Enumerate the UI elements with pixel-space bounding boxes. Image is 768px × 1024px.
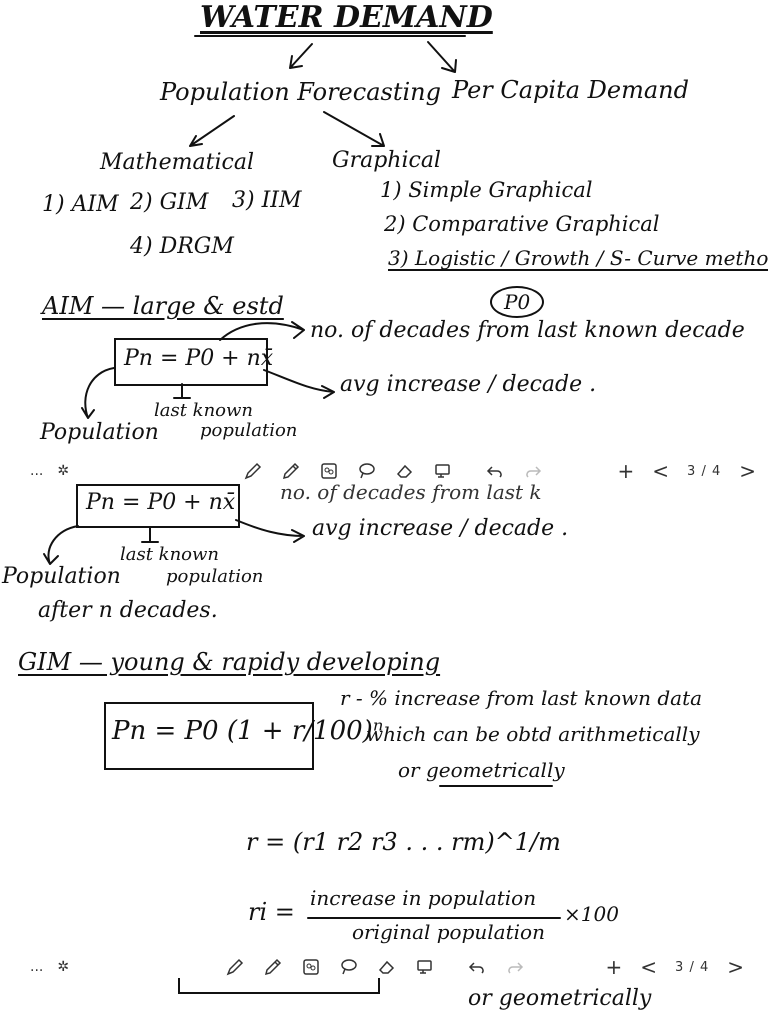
page-indicator-2: 3 / 4 <box>675 959 710 975</box>
note-last-known-2b: population <box>166 566 264 587</box>
math-item-iim: 3) IIM <box>232 188 302 213</box>
note-decades: no. of decades from last known decade <box>310 318 745 343</box>
formula-aim-box <box>114 338 268 386</box>
lasso-icon-2[interactable] <box>336 954 362 980</box>
math-item-drgm: 4) DRGM <box>130 234 234 259</box>
note-last-known-2: population <box>200 420 298 441</box>
image-icon-2[interactable] <box>298 954 324 980</box>
branch-population-forecasting: Population Forecasting <box>160 78 441 106</box>
p0-circle: P0 <box>490 286 545 318</box>
note-avg-increase: avg increase / decade . <box>340 372 597 397</box>
note-r-arithmetic: which can be obtd arithmetically <box>366 722 700 746</box>
redo-icon[interactable] <box>520 458 546 484</box>
next-page-button-2[interactable]: > <box>727 955 744 979</box>
formula-aim-box-2 <box>76 484 240 528</box>
formula-ri-left: ri = <box>248 898 295 926</box>
note-population: Population <box>40 420 159 445</box>
note-avg-increase-2: avg increase / decade . <box>312 516 569 541</box>
note-last-known-2a: last known <box>120 544 220 565</box>
more-button[interactable]: ... <box>30 463 44 479</box>
branch-per-capita-demand: Per Capita Demand <box>452 76 689 104</box>
note-r-definition: r - % increase from last known data <box>340 686 703 710</box>
shapes-icon[interactable]: ✲ <box>57 463 70 479</box>
redo-icon-2[interactable] <box>502 954 528 980</box>
graph-item-logistic: 3) Logistic / Growth / S- Curve method <box>388 246 768 270</box>
math-item-aim: 1) AIM <box>42 192 119 217</box>
prev-page-button-2[interactable]: < <box>640 955 658 979</box>
formula-gim-box-partial <box>178 978 380 994</box>
toolbar-bottom: ... ✲ + < 3 / 4 > <box>0 950 768 984</box>
screen-icon-2[interactable] <box>412 954 438 980</box>
gim-heading: GIM — young & rapidy developing <box>18 648 441 676</box>
bottom-partial-text: or geometrically <box>468 986 652 1011</box>
add-page-button[interactable]: + <box>617 459 635 483</box>
toolbar-top: ... ✲ + < 3 / 4 > <box>0 454 768 488</box>
graph-item-comparative: 2) Comparative Graphical <box>384 212 660 236</box>
note-last-known-1: last known <box>154 400 254 421</box>
note-population-2: Population <box>2 564 121 589</box>
add-page-button-2[interactable]: + <box>605 955 623 979</box>
aim-heading: AIM — large & estd <box>42 292 284 320</box>
pencil-icon[interactable] <box>278 458 304 484</box>
undo-icon-2[interactable] <box>464 954 490 980</box>
pencil-icon-2[interactable] <box>260 954 286 980</box>
shapes-icon-2[interactable]: ✲ <box>57 959 70 975</box>
pen-icon-2[interactable] <box>222 954 248 980</box>
formula-gim-box <box>104 702 314 770</box>
note-after-decades: after n decades. <box>38 598 218 623</box>
note-decades-partial: no. of decades from last k <box>280 480 542 504</box>
note-r-geometric: or geometrically <box>398 758 565 782</box>
formula-aim-2: Pn = P0 + nx̄ <box>86 490 236 515</box>
formula-ri-numerator: increase in population <box>310 886 537 910</box>
next-page-button[interactable]: > <box>739 459 756 483</box>
graph-item-simple: 1) Simple Graphical <box>380 178 593 202</box>
formula-ri-denominator: original population <box>352 920 545 944</box>
more-button-2[interactable]: ... <box>30 959 44 975</box>
page-indicator: 3 / 4 <box>687 463 722 479</box>
formula-ri-multiplier: ×100 <box>564 902 619 926</box>
sub-graphical: Graphical <box>332 148 441 173</box>
undo-icon[interactable] <box>482 458 508 484</box>
formula-r: r = (r1 r2 r3 . . . rm)^1/m <box>246 828 561 856</box>
screen-icon[interactable] <box>430 458 456 484</box>
pen-icon[interactable] <box>240 458 266 484</box>
sub-mathematical: Mathematical <box>100 150 254 175</box>
prev-page-button[interactable]: < <box>652 459 670 483</box>
lasso-icon[interactable] <box>354 458 380 484</box>
image-icon[interactable] <box>316 458 342 484</box>
math-item-gim: 2) GIM <box>130 190 209 215</box>
formula-aim: Pn = P0 + nx̄ <box>124 346 274 371</box>
page-title: WATER DEMAND <box>200 0 493 35</box>
eraser-icon-2[interactable] <box>374 954 400 980</box>
formula-gim: Pn = P0 (1 + r/100)ⁿ <box>112 716 384 746</box>
eraser-icon[interactable] <box>392 458 418 484</box>
